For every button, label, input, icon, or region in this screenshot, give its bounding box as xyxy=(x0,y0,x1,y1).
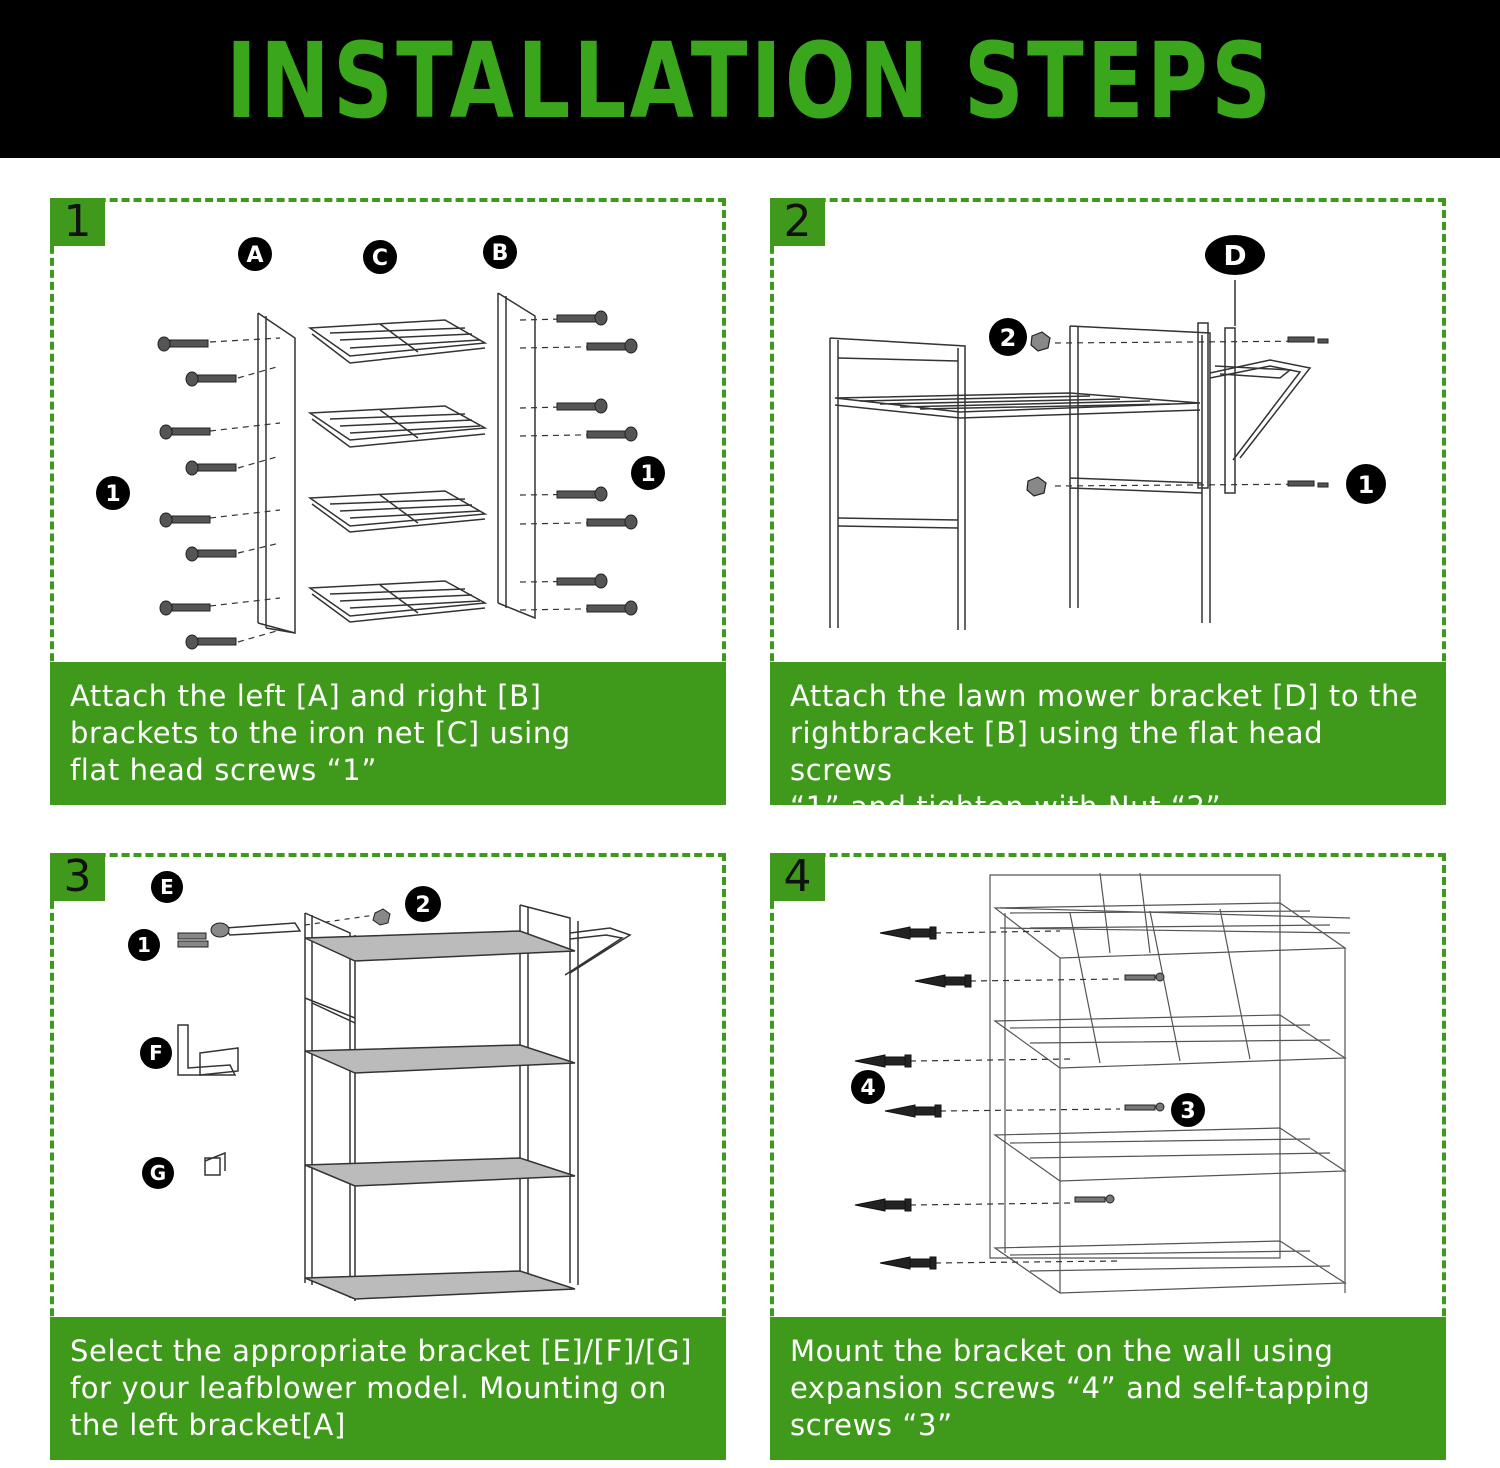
step-1-illustration: A C B 1 1 xyxy=(96,235,665,650)
svg-text:G: G xyxy=(150,1161,166,1185)
step-3-panel: E 2 1 F G 3 Select the appropriate brack… xyxy=(50,853,726,1460)
label-1: 1 xyxy=(1346,464,1386,504)
step-2-illustration: D 2 1 xyxy=(829,235,1386,630)
step-number: 4 xyxy=(770,853,825,901)
label-4: 4 xyxy=(851,1070,885,1104)
step-1-panel: A C B 1 1 1 Attach the left [A] and righ… xyxy=(50,198,726,805)
label-2: 2 xyxy=(989,318,1027,356)
label-1: 1 xyxy=(128,929,160,961)
label-b: B xyxy=(483,235,517,269)
label-d: D xyxy=(1205,235,1265,275)
svg-text:3: 3 xyxy=(1180,1099,1195,1124)
label-c: C xyxy=(363,240,397,274)
svg-text:1: 1 xyxy=(137,933,151,957)
svg-text:B: B xyxy=(492,241,509,266)
step-caption: Attach the lawn mower bracket [D] to the… xyxy=(770,662,1446,824)
step-caption: Attach the left [A] and right [B] bracke… xyxy=(50,662,726,805)
step-number: 3 xyxy=(50,853,105,901)
step-caption: Select the appropriate bracket [E]/[F]/[… xyxy=(50,1317,726,1460)
step-number: 2 xyxy=(770,198,825,246)
svg-text:F: F xyxy=(149,1041,163,1065)
label-g: G xyxy=(142,1157,174,1189)
step-3-illustration: E 2 1 F G xyxy=(128,871,632,1301)
label-f: F xyxy=(140,1037,172,1069)
svg-text:C: C xyxy=(372,246,388,271)
step-2-panel: D 2 1 2 Attach the lawn mower bracket [D… xyxy=(770,198,1446,824)
label-a: A xyxy=(238,237,272,271)
svg-text:1: 1 xyxy=(1358,471,1375,499)
svg-text:D: D xyxy=(1223,239,1246,272)
svg-text:E: E xyxy=(160,875,174,899)
svg-text:2: 2 xyxy=(415,893,430,918)
svg-text:1: 1 xyxy=(105,482,120,507)
label-e: E xyxy=(151,871,183,903)
svg-text:2: 2 xyxy=(1000,324,1017,352)
step-number: 1 xyxy=(50,198,105,246)
svg-text:4: 4 xyxy=(860,1076,875,1101)
label-1-left: 1 xyxy=(96,476,130,510)
label-3: 3 xyxy=(1171,1093,1205,1127)
svg-text:A: A xyxy=(246,243,263,268)
step-caption: Mount the bracket on the wall using expa… xyxy=(770,1317,1446,1460)
step-4-panel: 4 3 4 Mount the bracket on the wall usin… xyxy=(770,853,1446,1460)
page-title: INSTALLATION STEPS xyxy=(225,20,1275,142)
svg-text:1: 1 xyxy=(640,462,655,487)
label-1-right: 1 xyxy=(631,456,665,490)
header-banner: INSTALLATION STEPS xyxy=(0,0,1500,158)
step-4-illustration: 4 3 xyxy=(851,872,1351,1294)
label-2: 2 xyxy=(405,886,441,922)
